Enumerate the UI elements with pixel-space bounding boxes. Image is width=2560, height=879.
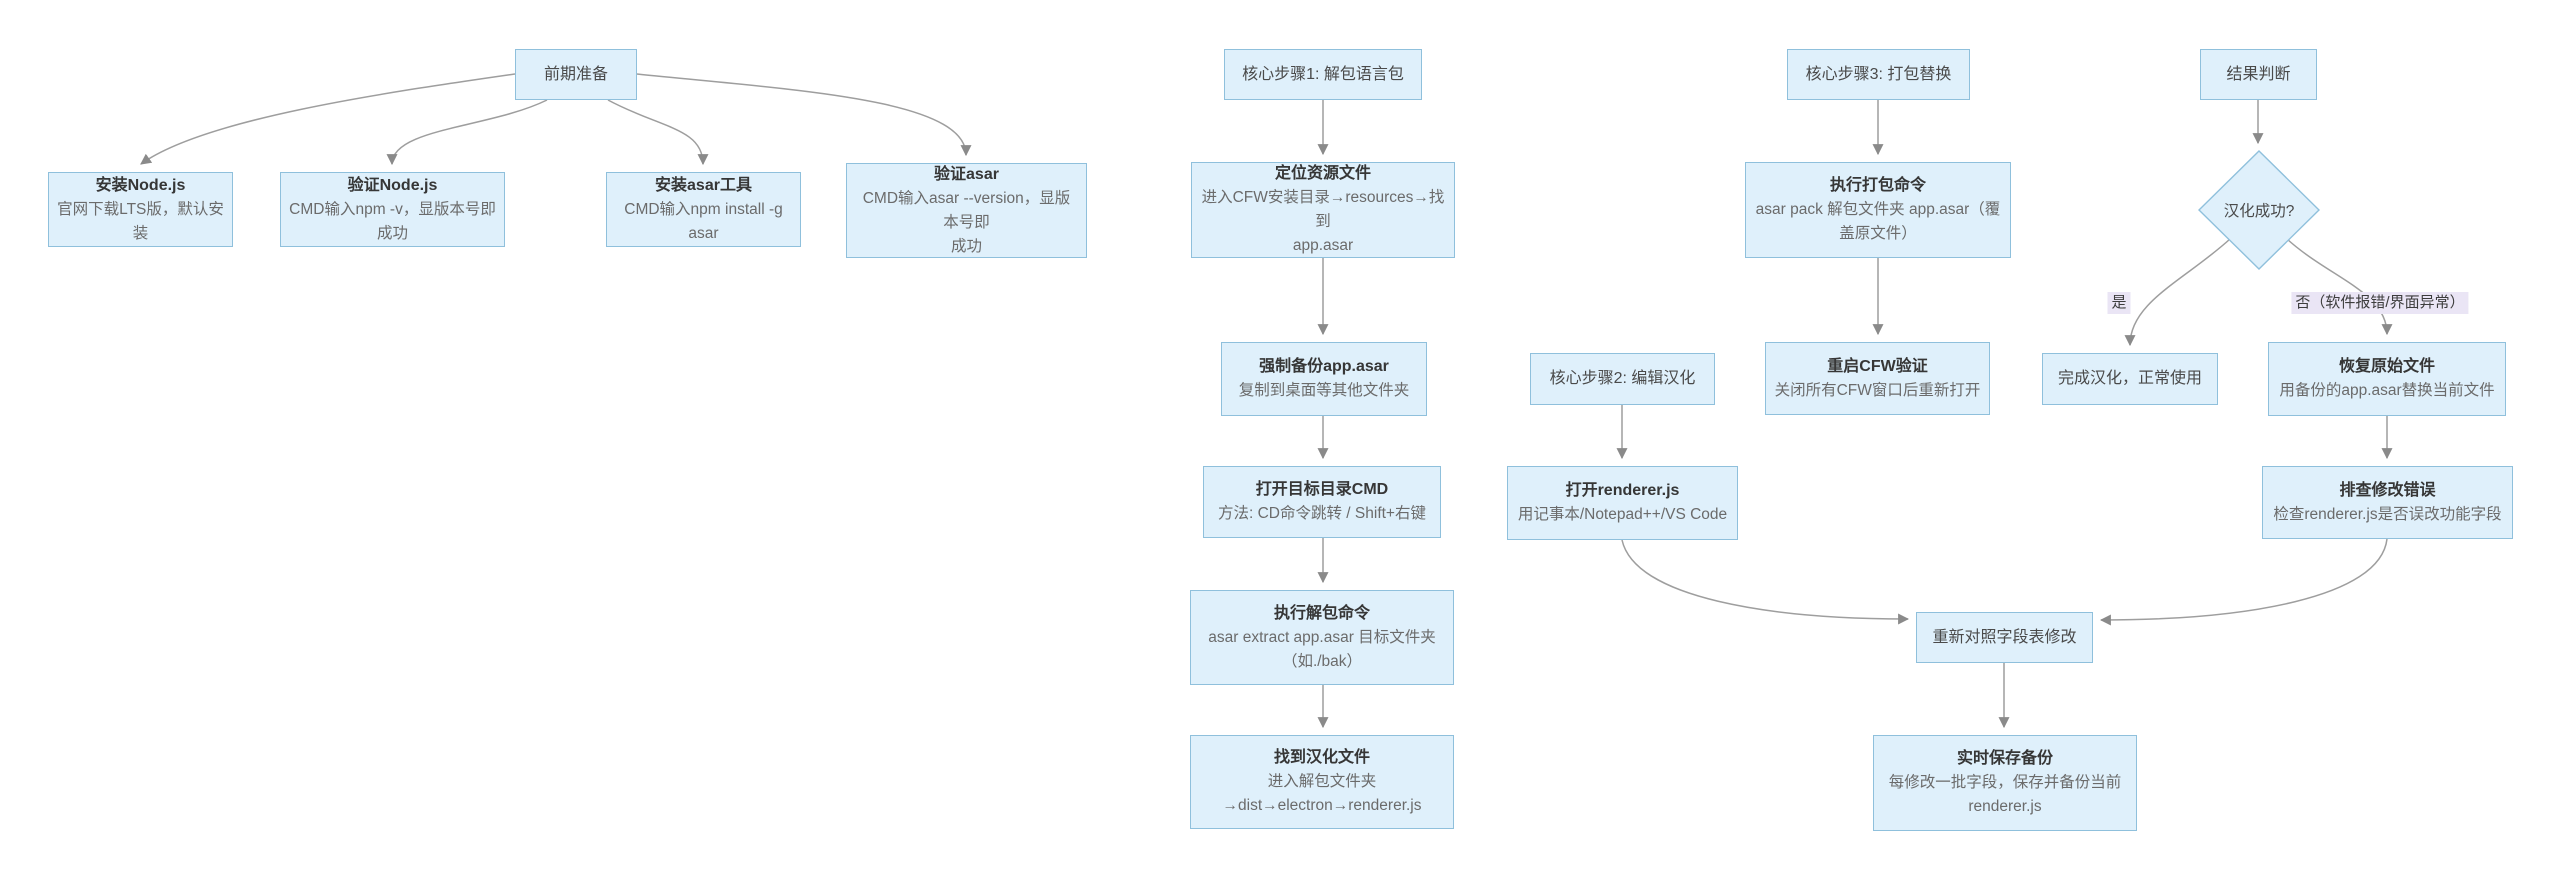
edge-openrenderer-to-recompare — [1621, 539, 1910, 625]
edge-label-no: 否（软件报错/界面异常） — [2291, 292, 2469, 314]
node-result: 结果判断 — [2200, 49, 2317, 100]
node-title: 完成汉化，正常使用 — [2057, 370, 2202, 387]
node-title: 执行解包命令 — [1273, 604, 1370, 622]
node-locate: 定位资源文件进入CFW安装目录→resources→找到 app.asar — [1191, 162, 1455, 258]
node-title: 前期准备 — [543, 65, 608, 83]
node-title: 找到汉化文件 — [1273, 749, 1370, 766]
node-decision: 汉化成功? — [2198, 150, 2320, 270]
node-install-asar: 安装asar工具 CMD输入npm install -g asar — [606, 172, 801, 247]
node-recompare: 重新对照字段表修改 — [1916, 612, 2093, 663]
node-description: CMD输入npm -v，显版本号即成功 — [289, 200, 496, 242]
node-install-node: 安装Node.js 官网下载LTS版，默认安装 — [48, 172, 233, 247]
node-description: 用备份的app.asar替换当前文件 — [2279, 382, 2495, 399]
node-save: 实时保存备份每修改一批字段，保存并备份当前 renderer.js — [1873, 735, 2137, 831]
node-title: 实时保存备份 — [1956, 750, 2053, 767]
node-description: asar extract app.asar 目标文件夹 （如./bak） — [1208, 628, 1436, 670]
node-description: 关闭所有CFW窗口后重新打开 — [1774, 381, 1981, 399]
node-description: 每修改一批字段，保存并备份当前 renderer.js — [1888, 774, 2122, 815]
node-title: 打开目标目录CMD — [1255, 481, 1389, 498]
node-description: 进入解包文件夹 →dist→electron→renderer.js — [1222, 773, 1422, 814]
node-done: 完成汉化，正常使用 — [2042, 353, 2218, 405]
node-description: 官网下载LTS版，默认安装 — [57, 200, 224, 242]
node-core3: 核心步骤3: 打包替换 — [1787, 49, 1970, 100]
node-backup: 强制备份app.asar 复制到桌面等其他文件夹 — [1221, 342, 1427, 416]
node-description: 检查renderer.js是否误改功能字段 — [2273, 505, 2502, 523]
node-description: 复制到桌面等其他文件夹 — [1238, 382, 1410, 399]
node-extract: 执行解包命令 asar extract app.asar 目标文件夹 （如./ba… — [1190, 590, 1454, 685]
node-restart: 重启CFW验证关闭所有CFW窗口后重新打开 — [1765, 342, 1990, 415]
node-title: 打开renderer.js — [1565, 482, 1680, 499]
edge-decision-to-restore — [2286, 238, 2393, 336]
node-description: asar pack 解包文件夹 app.asar（覆 盖原文件） — [1755, 201, 2001, 242]
edge-prep-to-verify-asar — [636, 73, 972, 157]
node-description: CMD输入npm install -g asar — [624, 200, 783, 242]
node-title: 验证Node.js — [347, 176, 438, 194]
edge-prep-to-verify-node — [386, 99, 548, 166]
edge-decision-to-done — [2124, 238, 2231, 347]
node-title: 安装Node.js — [95, 176, 186, 194]
node-prep: 前期准备 — [515, 49, 637, 100]
node-title: 恢复原始文件 — [2338, 358, 2435, 375]
node-find: 找到汉化文件进入解包文件夹 →dist→electron→renderer.js — [1190, 735, 1454, 829]
node-pack: 执行打包命令 asar pack 解包文件夹 app.asar（覆 盖原文件） — [1745, 162, 2011, 258]
node-title: 排查修改错误 — [2339, 481, 2436, 499]
edge-prep-to-install-node — [140, 73, 516, 165]
node-title: 执行打包命令 — [1829, 177, 1926, 194]
node-title: 核心步骤1: 解包语言包 — [1242, 65, 1404, 83]
node-title: 汉化成功? — [2223, 203, 2295, 220]
node-title: 核心步骤3: 打包替换 — [1805, 65, 1952, 83]
edge-troubleshoot-to-recompare — [2099, 538, 2388, 626]
node-opencmd: 打开目标目录CMD 方法: CD命令跳转 / Shift+右键 — [1203, 466, 1441, 538]
node-core2: 核心步骤2: 编辑汉化 — [1530, 353, 1715, 405]
edge-label-yes: 是 — [2107, 292, 2131, 314]
node-title: 验证asar — [934, 165, 999, 183]
node-title: 结果判断 — [2226, 65, 2291, 83]
node-title: 核心步骤2: 编辑汉化 — [1549, 370, 1696, 387]
node-title: 重新对照字段表修改 — [1932, 628, 2077, 646]
node-title: 定位资源文件 — [1274, 165, 1371, 182]
node-troubleshoot: 排查修改错误检查renderer.js是否误改功能字段 — [2262, 466, 2513, 539]
node-openrenderer: 打开renderer.js 用记事本/Notepad++/VS Code — [1507, 466, 1738, 540]
decision-diamond-shape — [2198, 150, 2320, 270]
node-core1: 核心步骤1: 解包语言包 — [1224, 49, 1422, 100]
node-title: 安装asar工具 — [655, 176, 752, 194]
node-description: 用记事本/Notepad++/VS Code — [1517, 506, 1728, 523]
node-description: 方法: CD命令跳转 / Shift+右键 — [1218, 505, 1426, 522]
node-description: CMD输入asar --version，显版本号即 成功 — [862, 189, 1071, 255]
node-description: 进入CFW安装目录→resources→找到 app.asar — [1201, 189, 1445, 254]
node-restore: 恢复原始文件用备份的app.asar替换当前文件 — [2268, 342, 2506, 416]
node-title: 重启CFW验证 — [1827, 357, 1928, 375]
node-title: 强制备份app.asar — [1259, 358, 1389, 375]
edge-prep-to-install-asar — [607, 99, 709, 166]
